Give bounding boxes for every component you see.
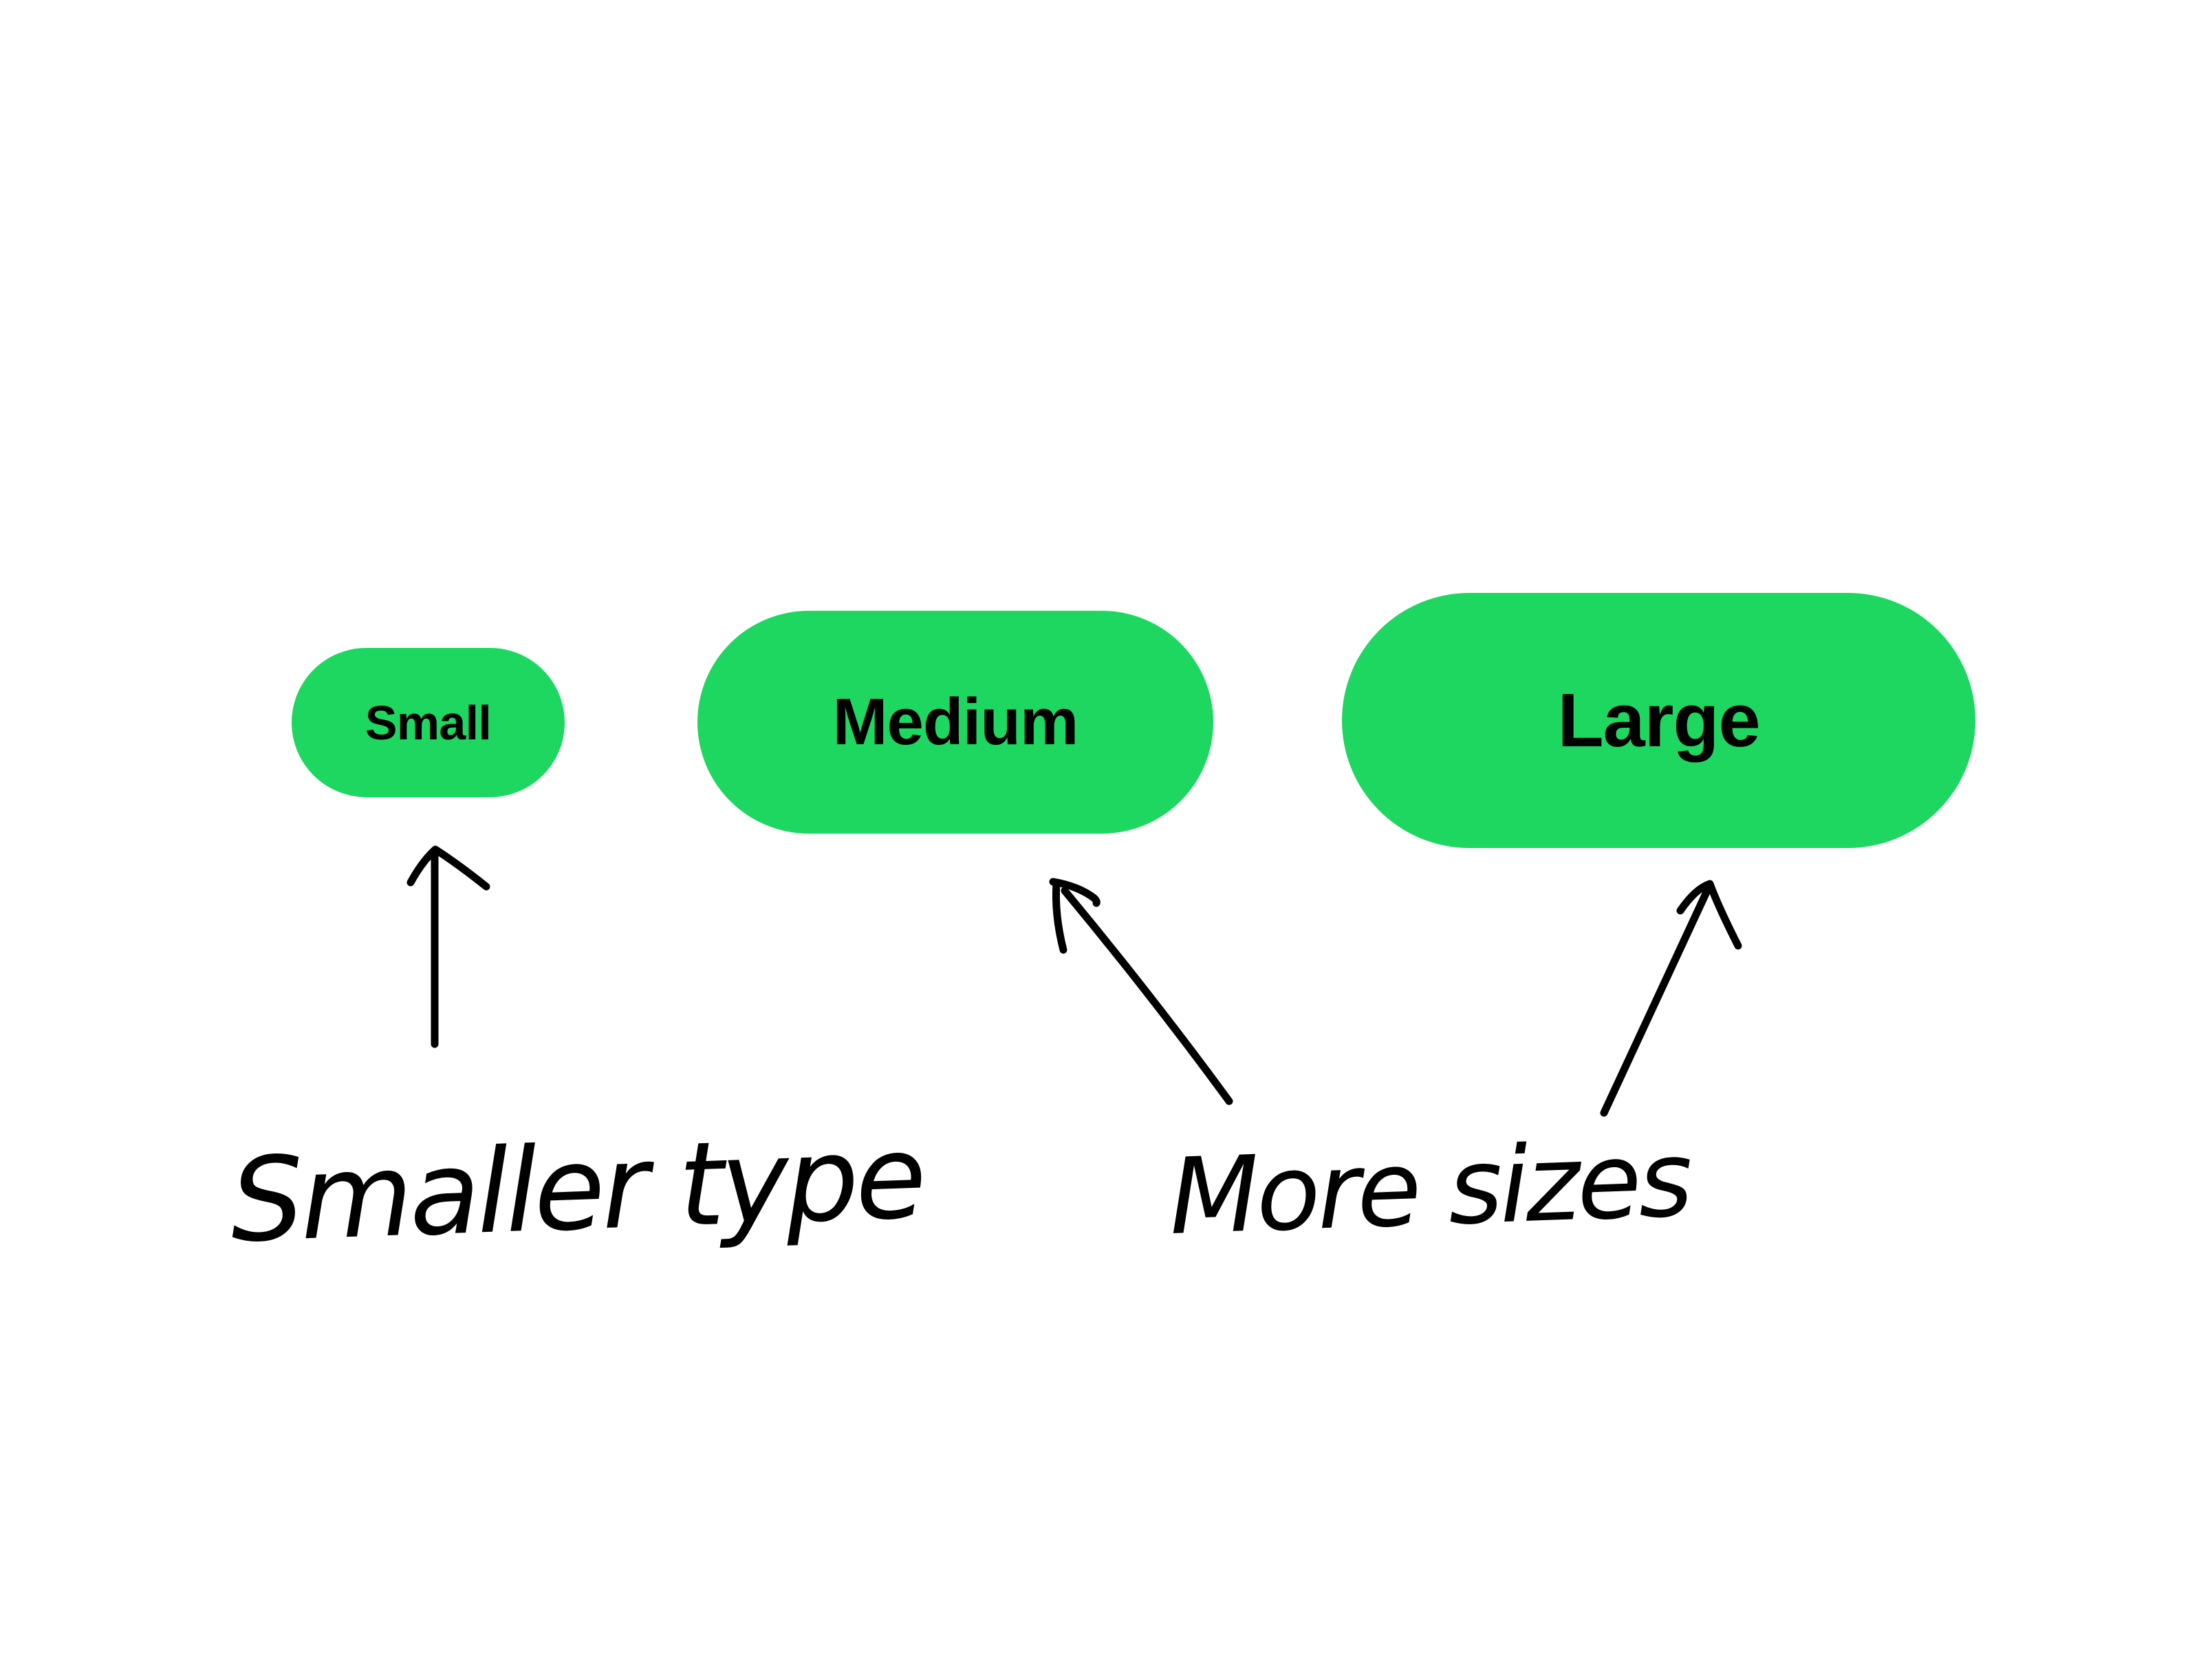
annotation-more-sizes: More sizes bbox=[1167, 1118, 1692, 1258]
arrow-head bbox=[1049, 878, 1100, 907]
arrow-head bbox=[1052, 879, 1067, 954]
arrow-head bbox=[1676, 880, 1742, 950]
large-button[interactable]: Large bbox=[1342, 593, 1975, 848]
medium-button-label: Medium bbox=[832, 685, 1079, 759]
annotation-smaller-type: Smaller type bbox=[228, 1109, 926, 1268]
arrow-to-large-icon bbox=[1600, 880, 1742, 1117]
arrow-head bbox=[406, 845, 490, 891]
large-button-label: Large bbox=[1557, 678, 1760, 763]
small-button[interactable]: Small bbox=[292, 648, 565, 797]
medium-button[interactable]: Medium bbox=[697, 611, 1213, 834]
arrow-shaft bbox=[1600, 887, 1711, 1117]
arrow-to-small-icon bbox=[406, 845, 490, 1048]
arrow-to-medium-icon bbox=[1049, 878, 1233, 1105]
arrow-shaft bbox=[1061, 887, 1233, 1105]
small-button-label: Small bbox=[365, 695, 492, 750]
